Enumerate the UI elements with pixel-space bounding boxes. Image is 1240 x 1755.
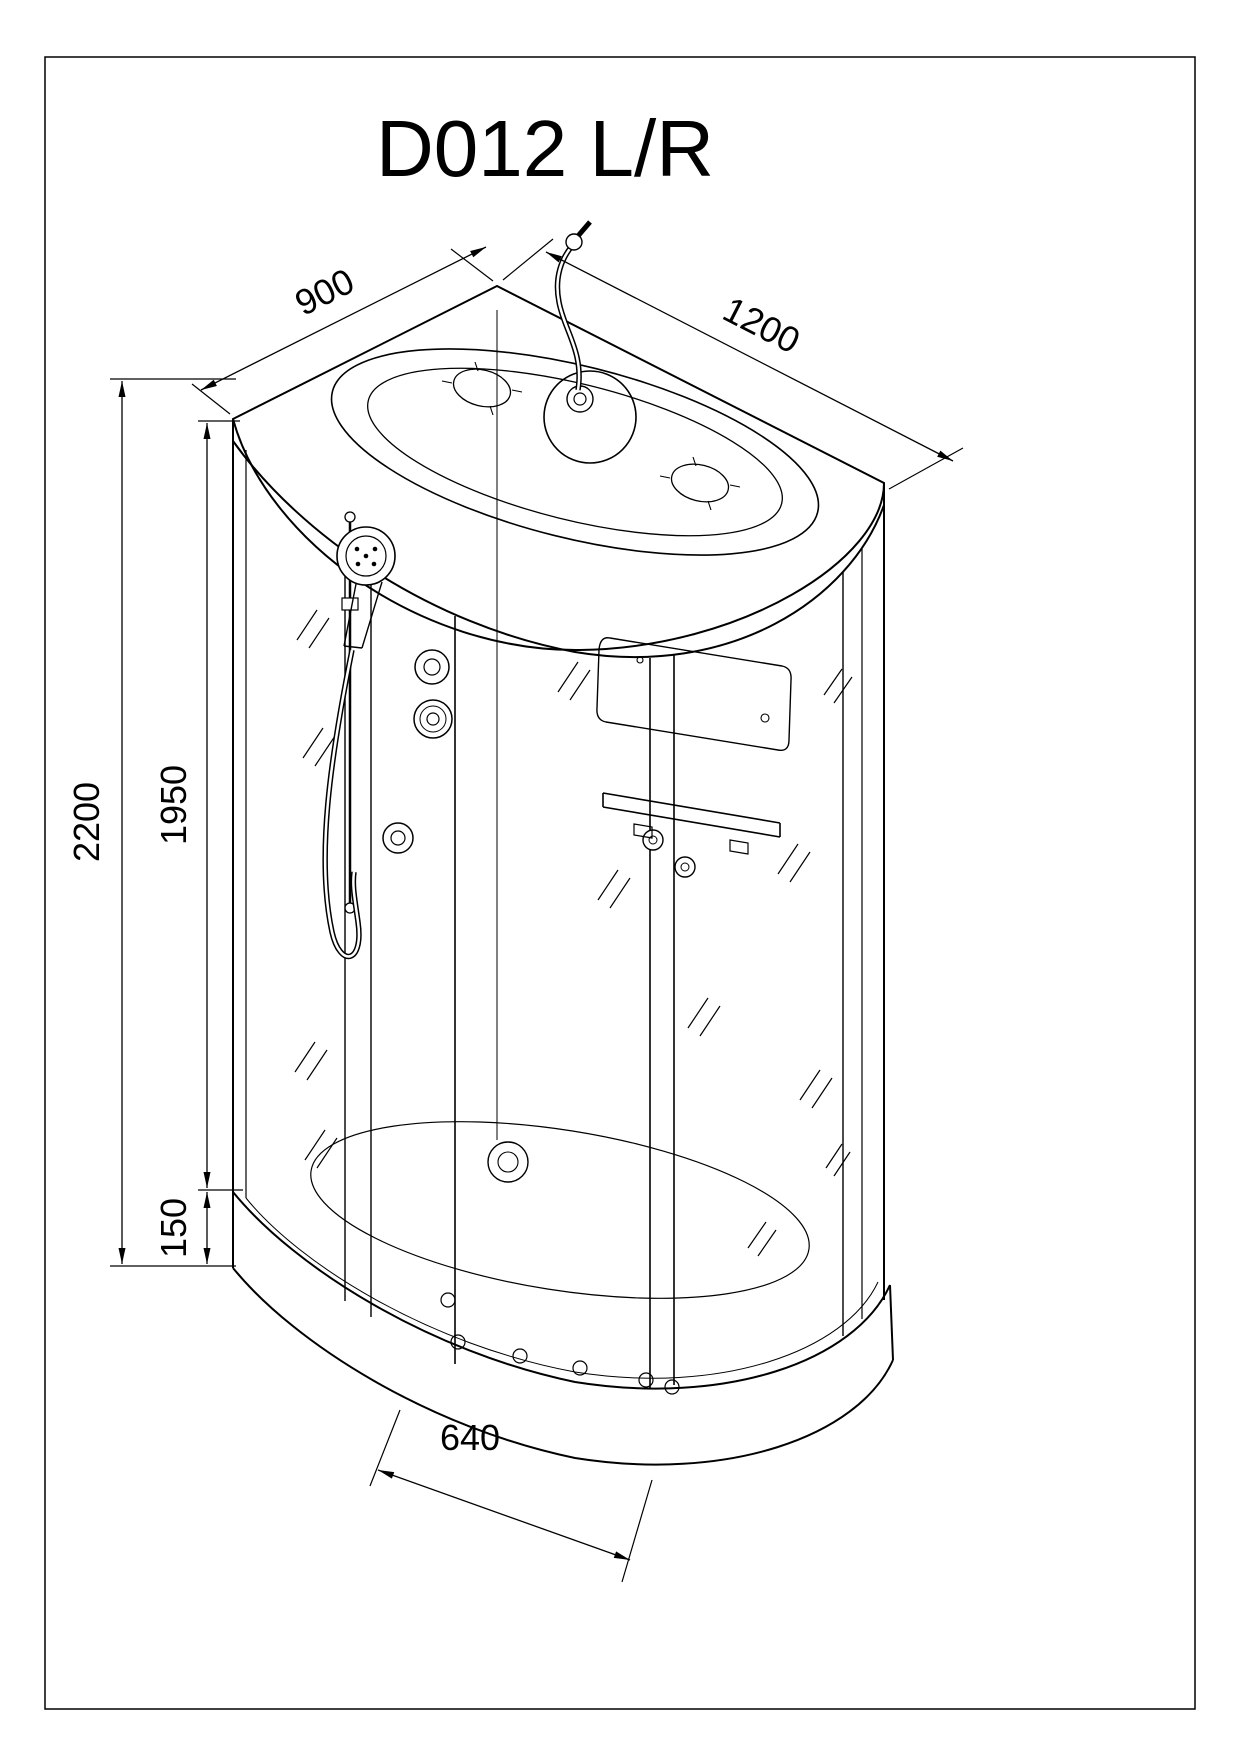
glass-hatching xyxy=(294,609,853,1257)
door-knob-left xyxy=(642,829,664,851)
dimension-width-1200: 1200 xyxy=(502,238,964,490)
dim-width-label: 1200 xyxy=(717,288,807,361)
drawing-title: D012 L/R xyxy=(376,104,714,193)
body-jet xyxy=(382,822,414,854)
door-knob-right xyxy=(674,856,696,878)
dim-entry-width-label: 640 xyxy=(440,1417,500,1458)
back-panel-mirror xyxy=(596,637,792,751)
interior-fittings xyxy=(322,511,792,960)
hand-shower-hose xyxy=(322,649,362,960)
slide-bar xyxy=(341,511,359,914)
shower-tray xyxy=(232,1121,894,1466)
drain xyxy=(487,1141,529,1183)
rain-shower-head xyxy=(543,370,637,464)
hand-shower xyxy=(336,526,396,649)
sheet-border xyxy=(44,56,1196,1710)
tray-floor xyxy=(310,1121,810,1299)
dim-overall-height-label: 2200 xyxy=(66,782,107,862)
shower-cabin xyxy=(231,220,894,1466)
shower-supply-hose xyxy=(554,220,592,391)
dimension-depth-900: 900 xyxy=(191,246,494,415)
dim-cabin-height-label: 1950 xyxy=(153,765,194,845)
dim-tray-height-label: 150 xyxy=(153,1198,194,1258)
mixer-knobs xyxy=(413,649,453,739)
corner-shelf xyxy=(602,792,781,855)
glass-walls xyxy=(232,310,885,1388)
massage-jets xyxy=(440,1292,680,1395)
ceiling-light-left xyxy=(441,361,523,416)
dim-depth-label: 900 xyxy=(288,260,360,324)
ceiling-light-right xyxy=(659,456,741,511)
dimension-entry-width-640: 640 xyxy=(369,1409,653,1583)
dimension-tray-height-150: 150 xyxy=(153,1192,211,1264)
dimension-overall-height-2200: 2200 xyxy=(66,378,236,1267)
dimension-cabin-height-1950: 1950 xyxy=(153,420,243,1191)
